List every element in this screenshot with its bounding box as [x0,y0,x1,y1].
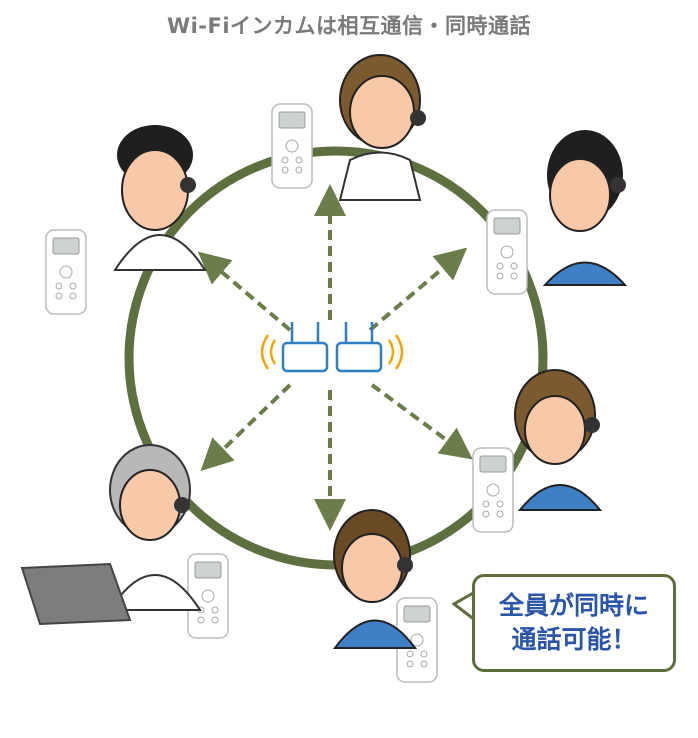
callout-line-2: 通話可能！ [511,625,637,654]
person-right [514,369,603,511]
wifi-routers [260,322,404,373]
callout-line-1: 全員が同時に [498,591,649,620]
arrow-down-left [200,383,292,472]
person-top-left [113,125,207,271]
person-top [338,54,426,201]
arrow-down-right [370,383,473,460]
person-top-right [542,130,628,286]
participants [20,54,628,649]
page-title: Wi-Fiインカムは相互通信・同時通話 [166,14,532,38]
person-bottom [333,509,417,649]
signal-arrows [197,184,473,531]
laptop-icon [20,562,132,626]
callout-bubble: 全員が同時に 通話可能！ [472,574,676,672]
person-bottom-left [20,444,202,626]
arrow-up-left [197,251,292,332]
callout-tail [452,592,476,622]
arrow-up-right [368,247,468,332]
